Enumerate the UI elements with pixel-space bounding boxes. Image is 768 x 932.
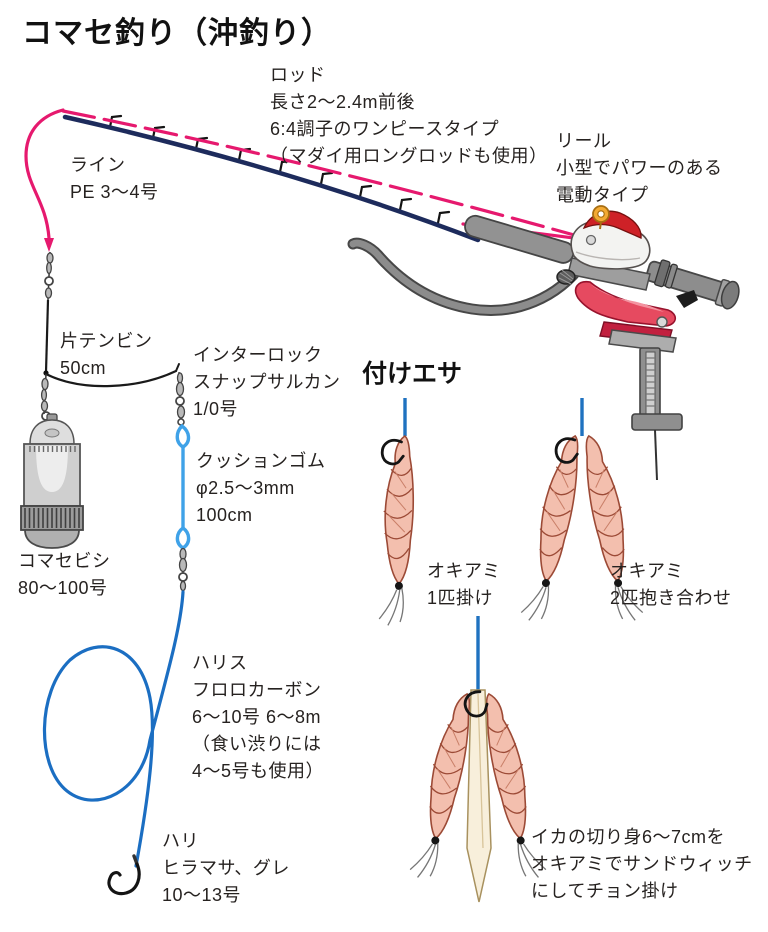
page-title: コマセ釣り（沖釣り） — [22, 17, 332, 50]
squid-strip — [466, 689, 492, 903]
bait-shrimp-single — [377, 398, 418, 628]
harisu-swivel — [178, 547, 188, 592]
bait-section-heading: 付けエサ — [362, 360, 463, 388]
tenbin-label: 片テンビン 50cm — [60, 331, 153, 378]
cushion-label: クッションゴム φ2.5〜3mm 100cm — [196, 451, 326, 525]
reel-label: リール 小型でパワーのある 電動タイプ — [556, 131, 723, 205]
snap-swivel — [175, 371, 186, 429]
cushion-rubber — [175, 423, 191, 551]
main-line-swivel — [44, 251, 54, 301]
electric-reel — [556, 205, 651, 291]
bishi-label: コマセビシ 80〜100号 — [18, 551, 111, 598]
reel-power-cable — [347, 237, 589, 316]
bait-double-label: オキアミ 2匹抱き合わせ — [610, 561, 732, 608]
rod-butt — [645, 259, 740, 310]
bait-shrimp-double — [518, 398, 646, 626]
hari-label: ハリ ヒラマサ、グレ 10〜13号 — [162, 831, 290, 905]
rod-blank — [62, 114, 481, 243]
komase-bishi-weight — [20, 413, 84, 549]
shrimp — [518, 431, 588, 626]
bait-single-label: オキアミ 1匹掛け — [427, 561, 501, 608]
fishing-hook — [107, 854, 141, 896]
rod-label: ロッド 長さ2〜2.4m前後 6:4調子のワンピースタイプ （マダイ用ロングロッ… — [270, 65, 548, 166]
bait-squid-label: イカの切り身6〜7cmを オキアミでサンドウィッチ にしてチョン掛け — [531, 827, 753, 901]
main-line-lower — [44, 299, 50, 373]
harisu-label: ハリス フロロカーボン 6〜10号 6〜8m （食い渋りには 4〜5号も使用） — [192, 653, 325, 781]
rail-clamp — [608, 329, 683, 481]
bait-shrimp-squid — [406, 616, 550, 903]
bishi-hanger-chain — [40, 373, 51, 421]
line-label: ライン PE 3〜4号 — [70, 155, 159, 202]
snap-swivel-label: インターロック スナップサルカン 1/0号 — [193, 345, 341, 419]
harisu-line — [42, 590, 185, 868]
clamp-lever — [676, 290, 698, 308]
rod-guides — [108, 114, 451, 225]
rod-collar — [654, 259, 678, 289]
tenbin-arm — [43, 363, 180, 388]
